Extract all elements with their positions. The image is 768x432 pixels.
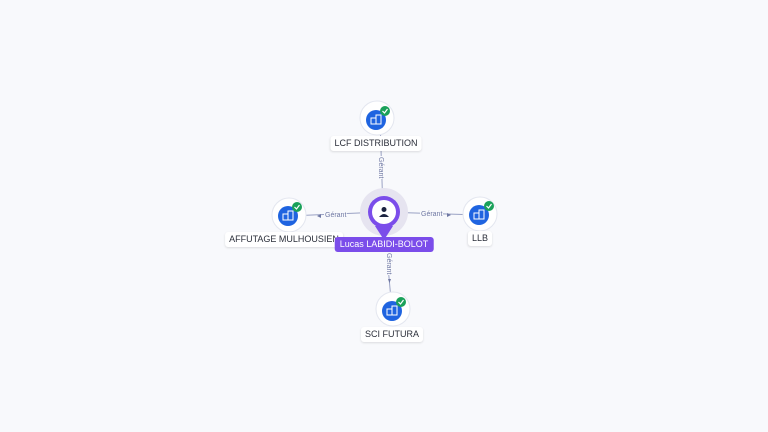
arrow-affutage bbox=[317, 214, 321, 218]
person-label[interactable]: Lucas LABIDI-BOLOT bbox=[334, 237, 434, 252]
edge-label-lcf: Gérant bbox=[376, 156, 384, 180]
arrow-sci bbox=[388, 279, 391, 283]
company-label-sci[interactable]: SCI FUTURA bbox=[361, 327, 423, 342]
edge-label-affutage: Gérant bbox=[324, 212, 348, 220]
check-icon bbox=[396, 297, 406, 307]
building-icon bbox=[473, 209, 485, 220]
company-node-sci[interactable] bbox=[375, 291, 411, 327]
check-icon bbox=[484, 201, 494, 211]
arrow-llb bbox=[447, 213, 451, 217]
company-label-lcf[interactable]: LCF DISTRIBUTION bbox=[330, 136, 422, 151]
edge-label-sci: Gérant bbox=[384, 252, 392, 276]
building-icon bbox=[386, 305, 398, 316]
company-node-lcf[interactable] bbox=[359, 100, 395, 136]
company-node-llb[interactable] bbox=[462, 196, 498, 232]
check-icon bbox=[380, 106, 390, 116]
check-icon bbox=[292, 202, 302, 212]
company-label-affutage[interactable]: AFFUTAGE MULHOUSIEN bbox=[225, 232, 343, 247]
company-label-llb[interactable]: LLB bbox=[467, 231, 493, 246]
edge-label-llb: Gérant bbox=[420, 211, 444, 219]
company-node-affutage[interactable] bbox=[271, 197, 307, 233]
person-node[interactable] bbox=[360, 188, 408, 240]
person-icon bbox=[379, 207, 389, 217]
building-icon bbox=[282, 210, 294, 221]
building-icon bbox=[370, 114, 382, 125]
